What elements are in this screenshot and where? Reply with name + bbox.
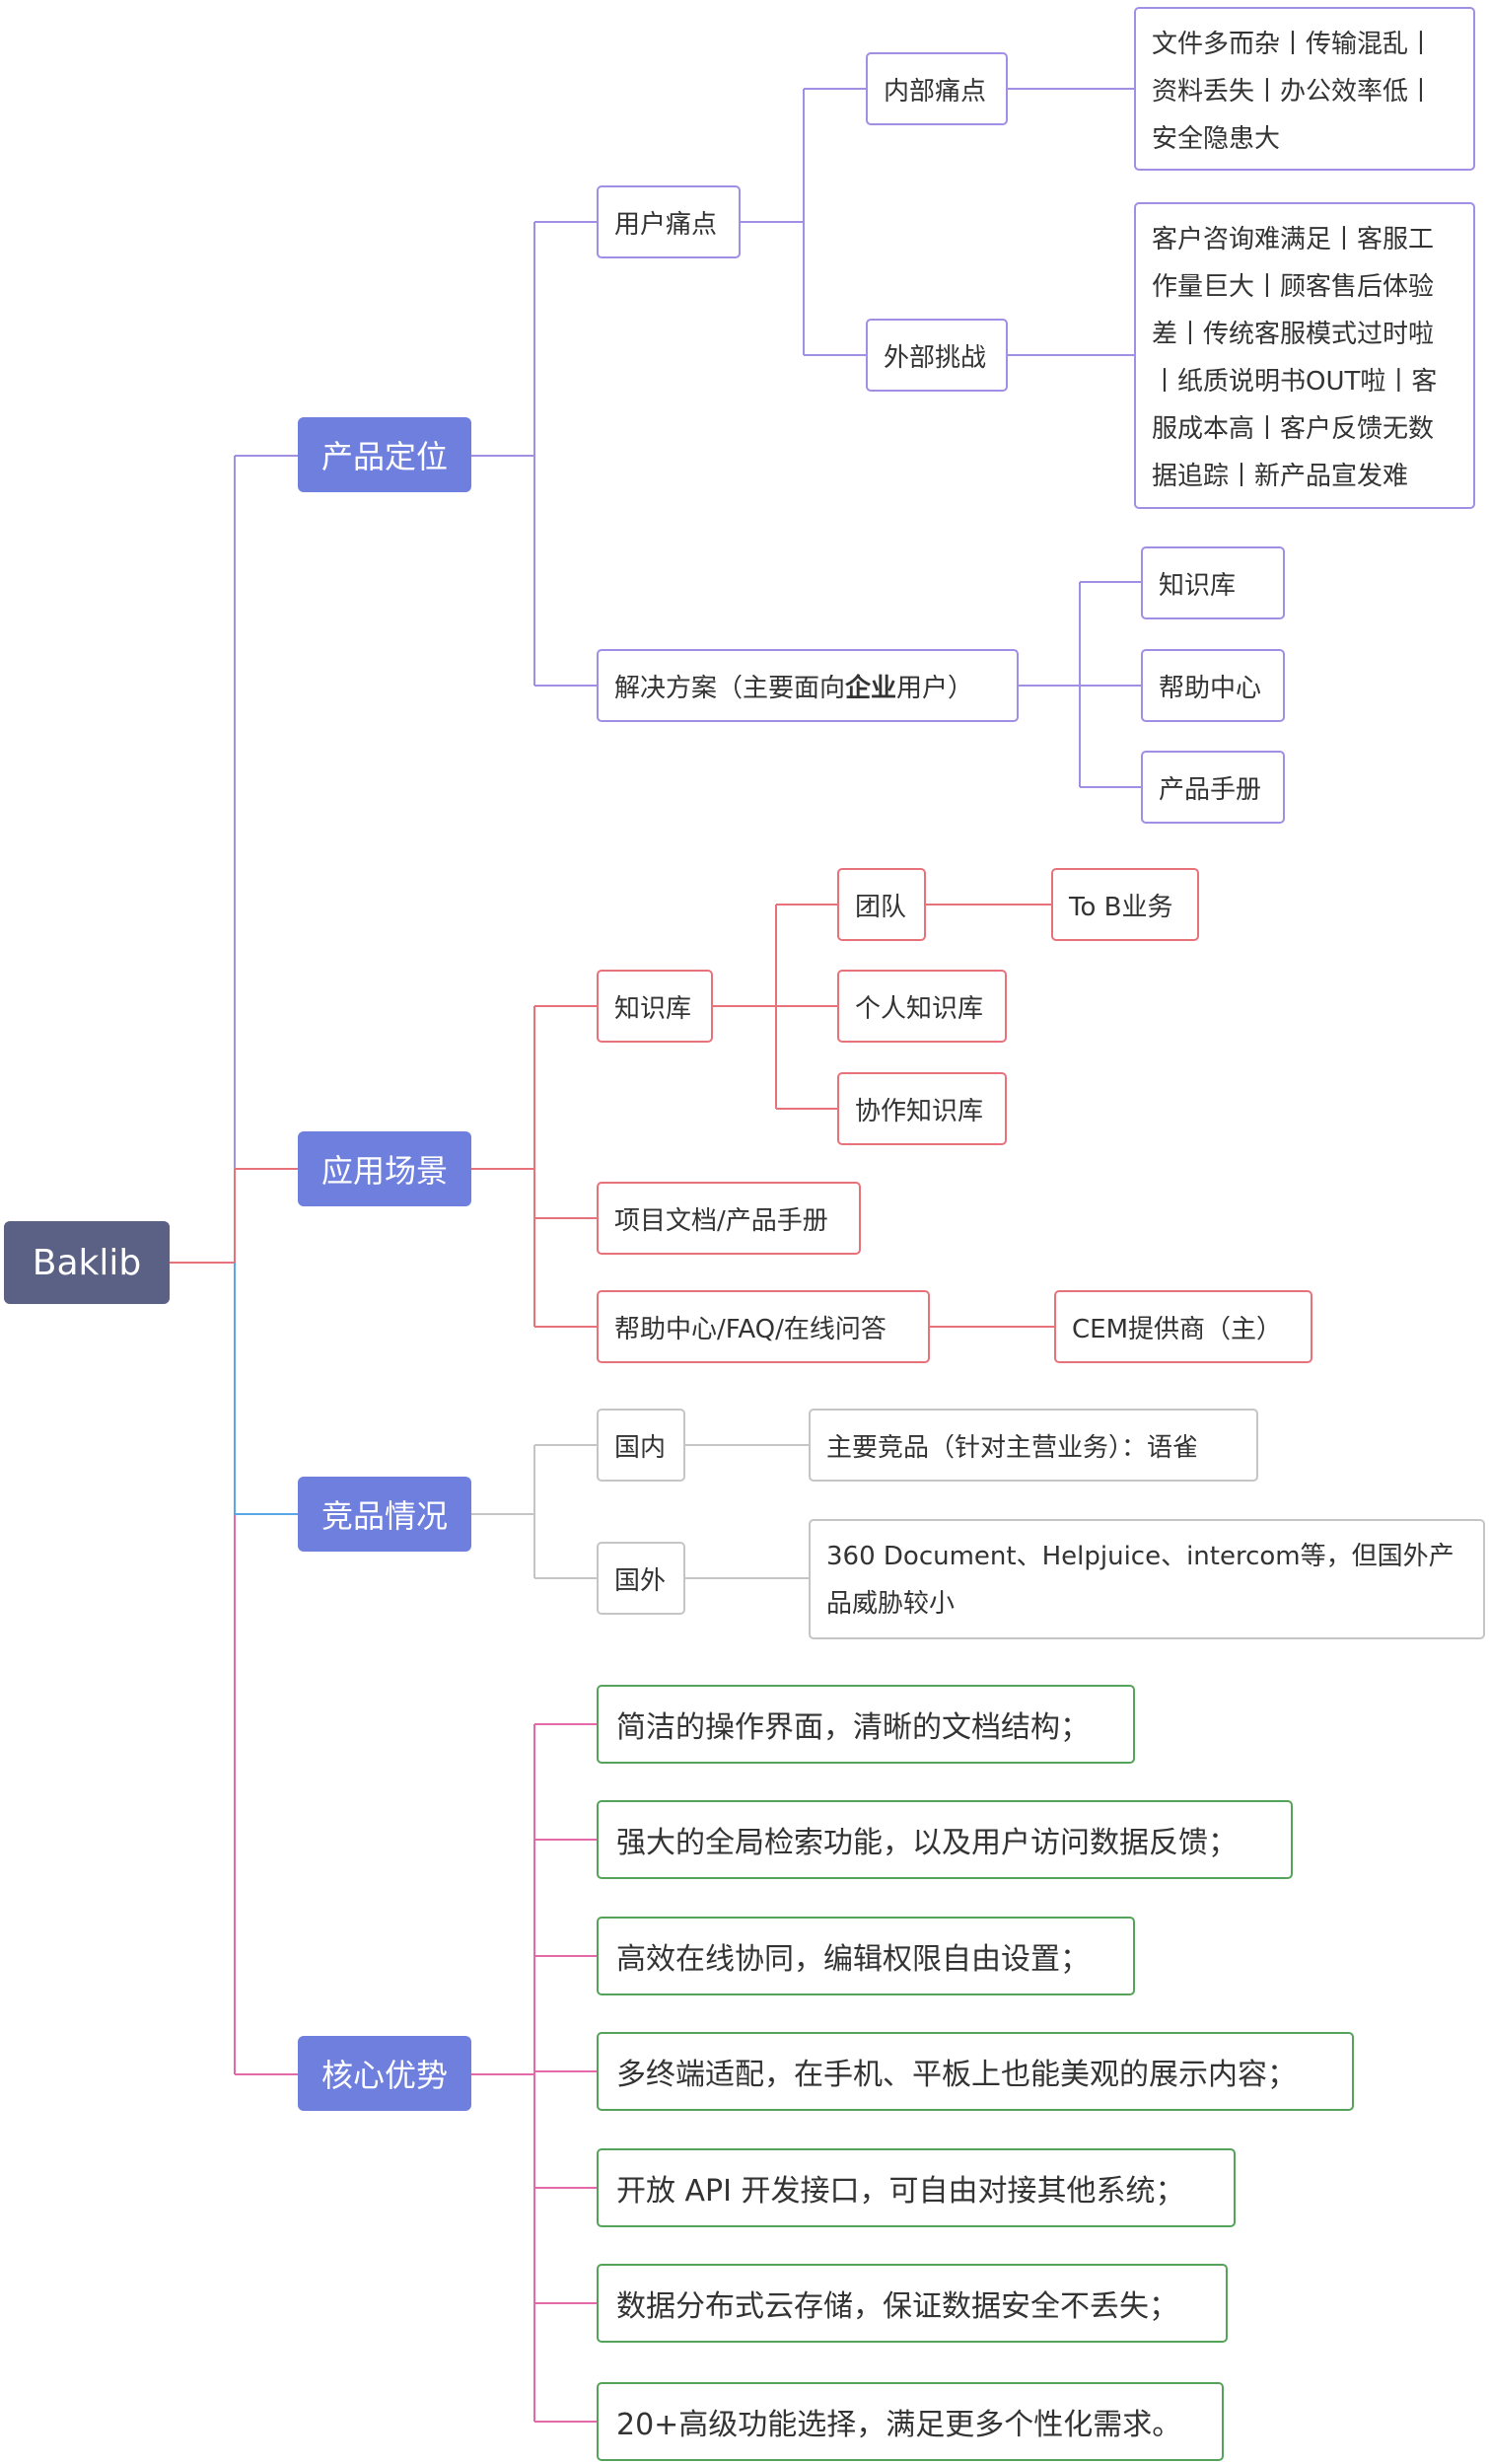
node-external-detail[interactable]: 客户咨询难满足丨客服工作量巨大丨顾客售后体验差丨传统客服模式过时啦丨纸质说明书O…: [1134, 202, 1475, 509]
node-pain-points[interactable]: 用户痛点: [597, 185, 741, 258]
advantage-item[interactable]: 20+高级功能选择，满足更多个性化需求。: [597, 2382, 1224, 2461]
node-foreign[interactable]: 国外: [597, 1542, 685, 1615]
node-domestic-detail[interactable]: 主要竞品（针对主营业务）：语雀: [809, 1409, 1258, 1482]
advantage-item[interactable]: 简洁的操作界面，清晰的文档结构；: [597, 1685, 1135, 1764]
solution-suffix: 用户）: [896, 673, 974, 703]
solution-prefix: 解决方案（主要面向: [614, 673, 846, 703]
node-team[interactable]: 团队: [837, 868, 926, 941]
node-cem[interactable]: CEM提供商（主）: [1054, 1290, 1312, 1363]
node-project-docs[interactable]: 项目文档/产品手册: [597, 1182, 861, 1255]
node-scenario-kb[interactable]: 知识库: [597, 970, 713, 1043]
node-solution-help[interactable]: 帮助中心: [1141, 649, 1285, 722]
category-advantages[interactable]: 核心优势: [298, 2036, 471, 2111]
node-solution[interactable]: 解决方案（主要面向企业用户）: [597, 649, 1019, 722]
node-external-challenge[interactable]: 外部挑战: [866, 319, 1008, 392]
node-help-faq[interactable]: 帮助中心/FAQ/在线问答: [597, 1290, 930, 1363]
node-internal-pain[interactable]: 内部痛点: [866, 52, 1008, 125]
advantage-item[interactable]: 高效在线协同，编辑权限自由设置；: [597, 1917, 1135, 1995]
node-domestic[interactable]: 国内: [597, 1409, 685, 1482]
advantage-item[interactable]: 数据分布式云存储，保证数据安全不丢失；: [597, 2264, 1228, 2343]
node-collab-kb[interactable]: 协作知识库: [837, 1072, 1007, 1145]
root-node[interactable]: Baklib: [4, 1221, 170, 1304]
solution-bold: 企业: [845, 673, 897, 703]
node-internal-detail[interactable]: 文件多而杂丨传输混乱丨资料丢失丨办公效率低丨安全隐患大: [1134, 7, 1475, 171]
node-personal-kb[interactable]: 个人知识库: [837, 970, 1007, 1043]
node-solution-manual[interactable]: 产品手册: [1141, 751, 1285, 824]
category-competition[interactable]: 竞品情况: [298, 1477, 471, 1552]
node-tob[interactable]: To B业务: [1051, 868, 1199, 941]
category-positioning[interactable]: 产品定位: [298, 417, 471, 492]
advantage-item[interactable]: 强大的全局检索功能，以及用户访问数据反馈；: [597, 1800, 1293, 1879]
node-solution-kb[interactable]: 知识库: [1141, 546, 1285, 619]
node-foreign-detail[interactable]: 360 Document、Helpjuice、intercom等，但国外产品威胁…: [809, 1519, 1485, 1639]
category-scenarios[interactable]: 应用场景: [298, 1131, 471, 1206]
advantage-item[interactable]: 开放 API 开发接口，可自由对接其他系统；: [597, 2148, 1236, 2227]
advantage-item[interactable]: 多终端适配，在手机、平板上也能美观的展示内容；: [597, 2032, 1354, 2111]
